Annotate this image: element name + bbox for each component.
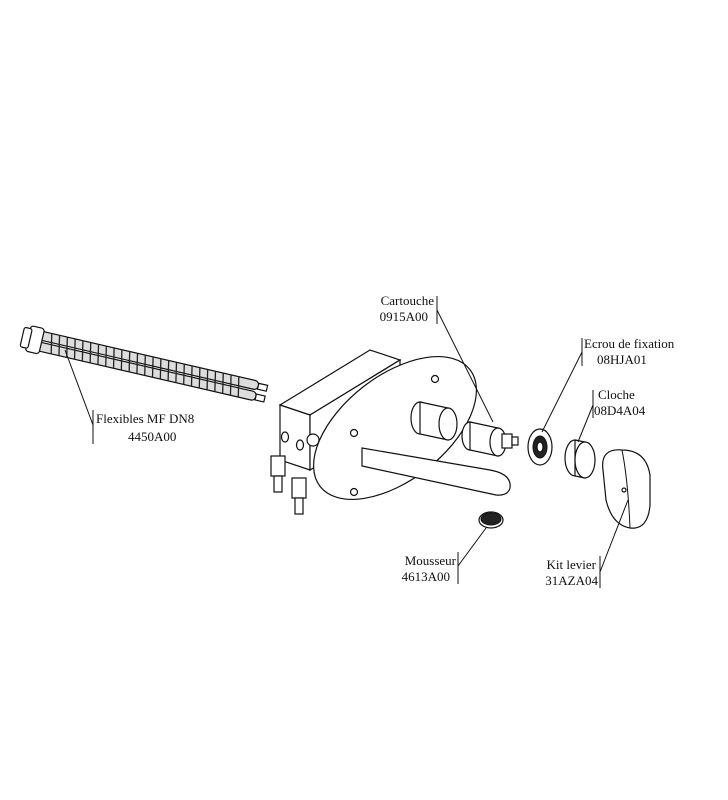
lever-kit [602, 449, 651, 529]
leader-lines [64, 296, 629, 588]
label-ecrou-ref: 08HJA01 [597, 352, 647, 367]
label-cloche-name: Cloche [598, 387, 635, 402]
aerator [478, 511, 504, 529]
fixing-nut [527, 428, 553, 466]
label-kit-ref: 31AZA04 [545, 573, 598, 588]
label-flexibles-name: Flexibles MF DN8 [96, 411, 194, 426]
label-cartouche-ref: 0915A00 [380, 309, 428, 324]
labels: Cartouche 0915A00 Ecrou de fixation 08HJ… [96, 293, 675, 588]
bell-cover [564, 439, 596, 479]
cartridge [461, 421, 519, 457]
label-kit-name: Kit levier [547, 557, 597, 572]
label-ecrou-name: Ecrou de fixation [584, 336, 675, 351]
label-flexibles-ref: 4450A00 [128, 429, 176, 444]
label-cloche-ref: 08D4A04 [594, 403, 646, 418]
flexible-hoses [19, 325, 269, 403]
label-cartouche-name: Cartouche [381, 293, 435, 308]
label-mousseur-name: Mousseur [405, 553, 457, 568]
mixer-body [270, 349, 511, 515]
label-mousseur-ref: 4613A00 [402, 569, 450, 584]
